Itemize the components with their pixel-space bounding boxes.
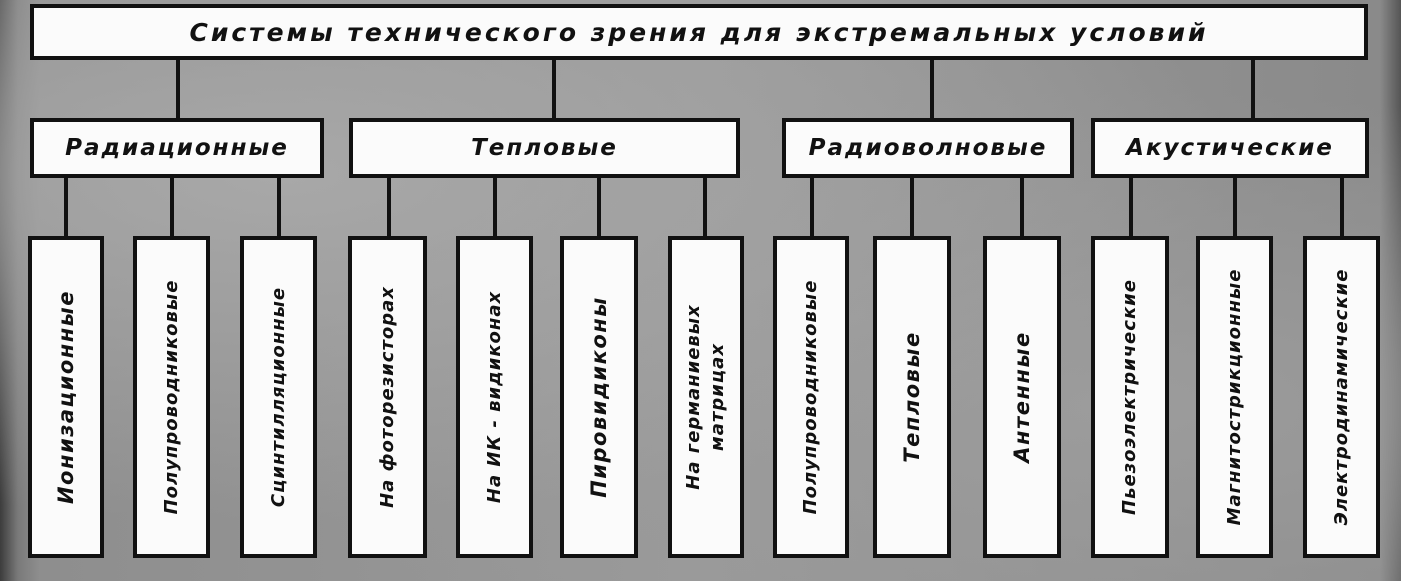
leaf-ionization: Ионизационные [28, 236, 104, 558]
connector-thermal-leaf-3 [597, 178, 601, 238]
leaf-semiconductor-radiowave: Полупроводниковые [773, 236, 849, 558]
category-label: Радиоволновые [808, 135, 1048, 161]
leaf-label: Электродинамические [1330, 268, 1352, 526]
leaf-label: Ионизационные [54, 289, 78, 505]
connector-radiowave-leaf-3 [1020, 178, 1024, 238]
connector-root-radiation [176, 60, 180, 120]
category-thermal: Тепловые [349, 118, 740, 178]
connector-root-radiowave [930, 60, 934, 120]
category-label: Акустические [1126, 135, 1334, 161]
connector-radiowave-leaf-2 [910, 178, 914, 238]
connector-radiation-leaf-3 [277, 178, 281, 238]
category-acoustic: Акустические [1091, 118, 1369, 178]
leaf-photoresistors: На фоторезисторах [348, 236, 427, 558]
leaf-germanium-matrices: На германиевых матрицах [668, 236, 744, 558]
connector-acoustic-leaf-2 [1233, 178, 1237, 238]
leaf-magnetostrictive: Магнитострикционные [1196, 236, 1273, 558]
leaf-label: На ИК - видиконах [483, 290, 505, 504]
leaf-label: Пировидиконы [587, 296, 611, 498]
leaf-semiconductor-radiation: Полупроводниковые [133, 236, 210, 558]
connector-radiation-leaf-1 [64, 178, 68, 238]
leaf-label: Пьезоэлектрические [1119, 279, 1140, 515]
category-radiowave: Радиоволновые [782, 118, 1074, 178]
category-label: Тепловые [471, 135, 618, 161]
leaf-label: На германиевых матрицах [683, 304, 728, 490]
leaf-pyrovidicons: Пировидиконы [560, 236, 638, 558]
category-label: Радиационные [65, 135, 289, 161]
connector-root-thermal [552, 60, 556, 120]
leaf-label: Магнитострикционные [1223, 268, 1245, 526]
leaf-ir-vidicons: На ИК - видиконах [456, 236, 533, 558]
leaf-label: Сцинтилляционные [267, 286, 289, 508]
leaf-label: Полупроводниковые [800, 279, 821, 515]
root-node: Системы технического зрения для экстрема… [30, 4, 1368, 60]
leaf-label: Антенные [1010, 331, 1034, 463]
connector-thermal-leaf-4 [703, 178, 707, 238]
category-radiation: Радиационные [30, 118, 324, 178]
leaf-label: Полупроводниковые [160, 279, 182, 515]
connector-thermal-leaf-1 [387, 178, 391, 238]
leaf-thermal-radiowave: Тепловые [873, 236, 951, 558]
leaf-label: Тепловые [900, 331, 924, 463]
connector-acoustic-leaf-3 [1340, 178, 1344, 238]
leaf-piezoelectric: Пьезоэлектрические [1091, 236, 1169, 558]
leaf-scintillation: Сцинтилляционные [240, 236, 317, 558]
connector-thermal-leaf-2 [493, 178, 497, 238]
connector-radiowave-leaf-1 [810, 178, 814, 238]
connector-radiation-leaf-2 [170, 178, 174, 238]
connector-acoustic-leaf-1 [1129, 178, 1133, 238]
leaf-electrodynamic: Электродинамические [1303, 236, 1380, 558]
root-title: Системы технического зрения для экстрема… [189, 17, 1209, 47]
leaf-label: На фоторезисторах [376, 286, 398, 508]
connector-root-acoustic [1251, 60, 1255, 120]
leaf-antenna: Антенные [983, 236, 1061, 558]
